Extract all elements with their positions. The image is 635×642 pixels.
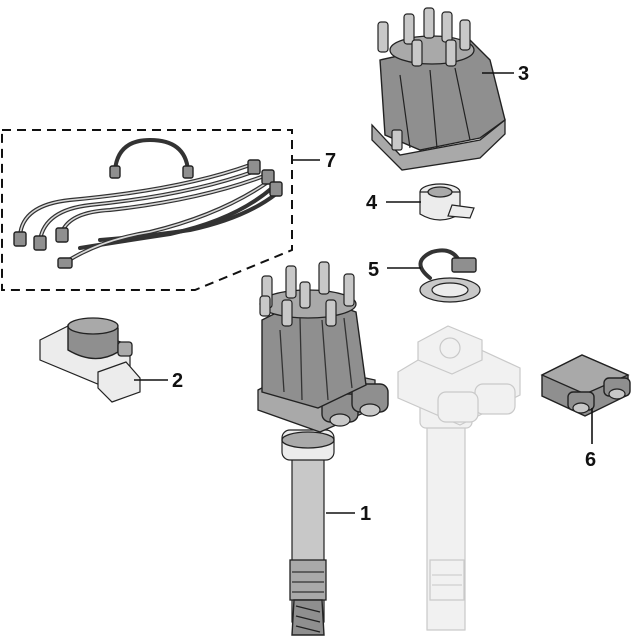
callout-labels: 1 2 3 4 5 6 7 xyxy=(172,63,596,525)
callout-2: 2 xyxy=(172,370,183,392)
ignition-coil xyxy=(39,317,141,403)
callout-1: 1 xyxy=(360,503,371,525)
leader-lines xyxy=(134,72,593,514)
ignition-module xyxy=(540,354,631,417)
pickup-coil xyxy=(418,248,481,303)
ghost-distributor xyxy=(397,325,521,631)
rotor xyxy=(419,183,475,221)
spark-plug-wire-set xyxy=(1,129,293,291)
callout-3: 3 xyxy=(518,63,529,85)
callout-7: 7 xyxy=(325,150,336,172)
callout-5: 5 xyxy=(368,259,379,281)
callout-4: 4 xyxy=(366,192,378,214)
distributor-assembly xyxy=(257,261,389,636)
callout-6: 6 xyxy=(585,449,596,471)
distributor-cap-top xyxy=(371,7,506,171)
